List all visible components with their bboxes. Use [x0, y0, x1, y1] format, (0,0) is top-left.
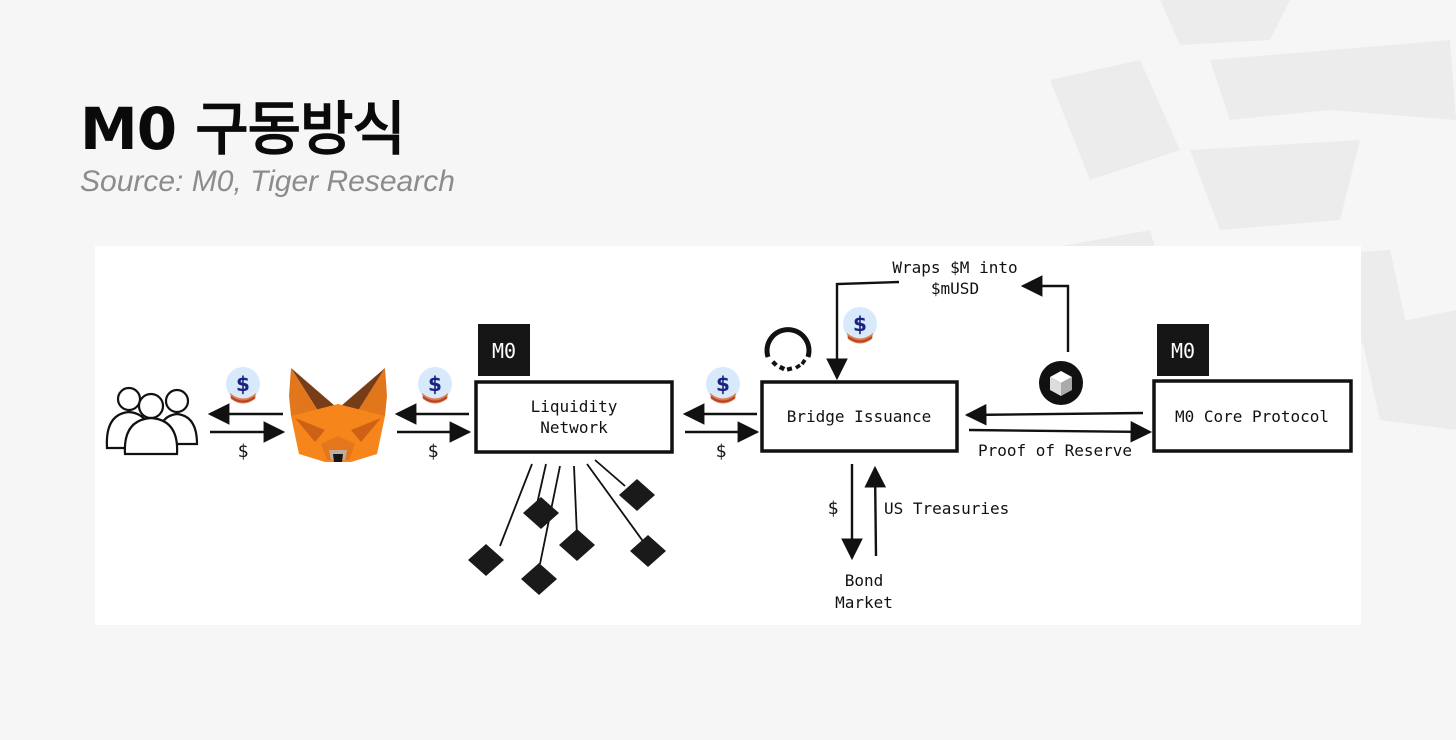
bond-market-label: Market [835, 593, 893, 612]
wraps-label: $mUSD [931, 279, 979, 298]
page-title: M0 구동방식 [80, 82, 405, 166]
network-nodes [468, 479, 666, 595]
svg-text:$: $ [853, 312, 867, 336]
bond-dollar-label: $ [828, 498, 839, 519]
diamond-node-icon [468, 544, 504, 576]
liquidity-network-label: Network [540, 418, 608, 437]
loading-ring-icon [767, 330, 809, 371]
svg-text:M0: M0 [1171, 339, 1195, 363]
m0-logo-icon: M0 [478, 324, 530, 376]
proof-of-reserve-label: Proof of Reserve [978, 441, 1132, 460]
wallet-network-dollar-label: $ [428, 441, 439, 462]
coin-stack-icon: $ [226, 367, 260, 404]
metamask-fox-icon [289, 368, 387, 462]
liquidity-network-label: Liquidity [531, 397, 618, 416]
coin-stack-icon: $ [418, 367, 452, 404]
network-bridge-dollar-label: $ [716, 441, 727, 462]
svg-text:$: $ [716, 372, 730, 396]
bond-market-label: Bond [845, 571, 884, 590]
users-wallet-dollar-label: $ [238, 441, 249, 462]
liquidity-network-box [476, 382, 672, 452]
cube-icon [1039, 361, 1083, 405]
coin-stack-icon: $ [843, 307, 877, 344]
us-treasuries-label: US Treasuries [884, 499, 1009, 518]
diamond-node-icon [521, 563, 557, 595]
source-caption: Source: M0, Tiger Research [80, 165, 455, 199]
diamond-node-icon [559, 529, 595, 561]
coin-stack-icon: $ [706, 367, 740, 404]
m0-flow-diagram: $ $ $ $ M0 M0 [95, 246, 1361, 625]
m0-logo-icon: M0 [1157, 324, 1209, 376]
svg-text:$: $ [428, 372, 442, 396]
svg-text:$: $ [236, 372, 250, 396]
diamond-node-icon [630, 535, 666, 567]
diamond-node-icon [619, 479, 655, 511]
svg-text:M0: M0 [492, 339, 516, 363]
users-group-icon [107, 388, 197, 454]
bridge-issuance-label: Bridge Issuance [787, 407, 932, 426]
wraps-label: Wraps $M into [892, 258, 1017, 277]
core-protocol-label: M0 Core Protocol [1175, 407, 1329, 426]
